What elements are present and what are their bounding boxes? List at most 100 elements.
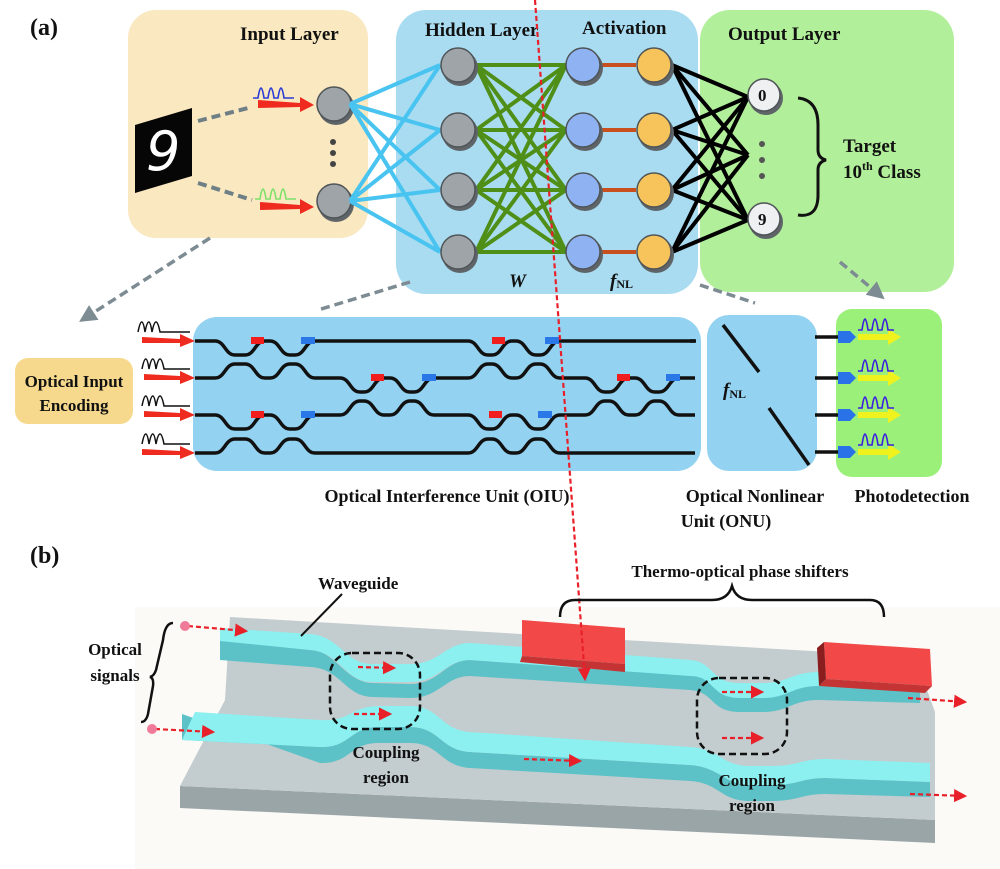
target-label-line1: Target [843,136,897,157]
phase-shifters-brace-icon [558,581,886,618]
post-activation-node [636,112,674,151]
phase-shifters-label: Thermo-optical phase shifters [631,562,849,581]
onu-box [707,315,817,471]
onu-nonlinear-curve [721,323,761,374]
bottom-waveguide-side [182,714,930,801]
curly-brace-icon [797,96,827,217]
phase-shifter-red [251,411,264,418]
oiu-box [193,317,701,471]
thermo-optical-phase-shifter-2 [817,642,932,693]
phase-shifter-blue [545,337,559,344]
phase-shifter-red [617,374,630,381]
hidden-node [440,47,478,86]
waveguide-pointer [300,593,343,637]
dashed-connector-top [197,105,253,123]
oiu-input-signals [137,321,195,459]
output-layer-title: Output Layer [728,24,841,45]
post-activation-node [636,172,674,211]
pulse-train-green-icon [255,188,296,200]
input-signal [141,433,195,459]
signal-source-dot [180,621,190,631]
dashed-arrow-to-photodetection [838,260,885,300]
photodetector-channel [815,396,901,423]
vertical-ellipsis-icon [330,139,336,167]
input-signal [141,358,195,384]
coupling-region-1-line1: Coupling [352,743,420,762]
input-node [316,183,354,222]
phase-shifter-blue [301,411,315,418]
pre-activation-node [565,47,603,86]
input-layer-title: Input Layer [240,24,339,45]
phase-shifter-red [489,411,502,418]
photodetection-label: Photodetection [855,486,970,506]
onu-label-line1: Optical Nonlinear [686,486,825,506]
phase-shifter-blue [422,374,436,381]
phase-shifter-red [251,337,264,344]
photodetectors [815,318,901,460]
hidden-node [440,172,478,211]
signal-arrows [154,0,968,803]
hidden-node [440,234,478,273]
dashed-connector-hidden-oiu [317,280,411,312]
optical-signals-brace-icon [140,621,174,724]
oiu-label: Optical Interference Unit (OIU) [324,486,569,507]
activation-title: Activation [582,18,667,39]
waveguide-label: Waveguide [318,574,399,593]
pre-activation-node [565,172,603,211]
input-node [316,86,354,125]
photodetector-channel [815,359,901,386]
phase-shifter-red [371,374,384,381]
dashed-connector-bottom [197,181,253,202]
signal-source-dot [147,724,157,734]
hidden-nodes [440,47,478,273]
photodetector-channel [815,318,901,345]
input-layer-box [128,10,368,238]
coupling-region-1-line2: region [363,768,410,787]
vertical-ellipsis-icon [759,141,765,179]
pre-activation-node [565,112,603,151]
svg-text:0: 0 [758,86,767,105]
nonlinear-function-label: fNL [610,271,633,292]
optical-input-encoding-line1: Optical Input [25,372,124,391]
output-node-last: 9 [747,202,783,239]
bottom-waveguide-top [182,706,930,785]
svg-text:9: 9 [758,210,767,229]
thermo-optical-phase-shifter-1 [520,620,625,672]
post-activation-node [636,234,674,273]
phase-shifter-blue [666,374,680,381]
coupling-region-outline-1 [328,651,422,731]
mzi-device-render [147,0,968,843]
onu-function-label: fNL [723,380,746,401]
input-signal [141,395,195,421]
mnist-digit-image: 9 [135,108,192,193]
pre-activation-node [565,234,603,273]
output-node-first: 0 [747,78,783,115]
hidden-node [440,112,478,151]
panel-a-label: (a) [30,15,58,41]
coupling-region-outline-2 [695,676,789,756]
oiu-waveguides [195,339,695,455]
weight-label: W [509,271,527,292]
activation-edges [600,63,636,254]
photodetector-channel [815,433,901,460]
phase-shifter-red [492,337,505,344]
hidden-layer-title: Hidden Layer [425,20,539,41]
phase-shifters [251,337,680,418]
dashed-connector-activation-onu [699,283,756,305]
pulse-train-blue-icon [253,87,294,99]
phase-shifter-blue [538,411,552,418]
panel-b-label: (b) [30,543,59,569]
pre-activation-nodes [565,47,603,273]
optical-input-encoding-box [15,358,133,424]
post-activation-nodes [636,47,674,273]
input-signal [137,321,195,347]
optical-signals-line1: Optical [88,640,142,659]
target-label-line2: 10th Class [843,159,921,183]
onu-nonlinear-curve [767,406,811,467]
weight-matrix-edges [474,63,568,254]
input-arrow-bottom [260,199,314,214]
onu-label-line2: Unit (ONU) [681,511,772,532]
coupling-region-2-line1: Coupling [718,771,786,790]
input-arrow-top [258,97,314,112]
